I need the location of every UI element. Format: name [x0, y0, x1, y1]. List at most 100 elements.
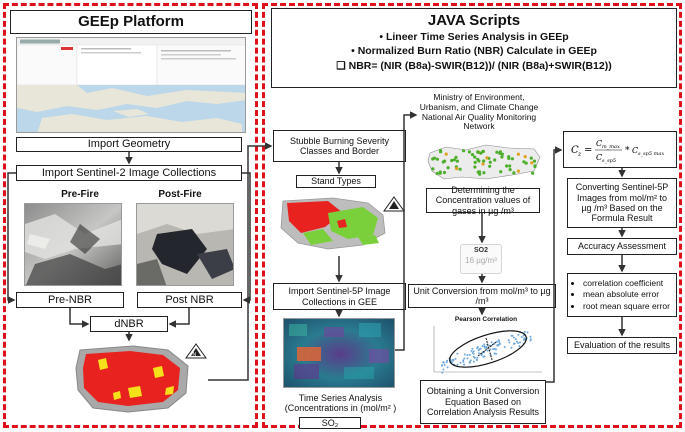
- pre-fire-label: Pre-Fire: [61, 189, 99, 200]
- monitoring-station-dot: [516, 169, 520, 173]
- metrics-list: correlation coefficient mean absolute er…: [571, 278, 670, 312]
- monitoring-station-dot: [529, 156, 533, 160]
- geep-title: GEEp Platform: [10, 10, 252, 34]
- svg-text:s_sp5 max: s_sp5 max: [638, 151, 664, 157]
- scatter-point: [462, 360, 465, 363]
- svg-text:C: C: [596, 153, 602, 162]
- scatter-point: [514, 338, 517, 341]
- scatter-point: [526, 331, 529, 334]
- monitoring-station-dot: [455, 159, 459, 163]
- svg-text:C: C: [571, 145, 579, 156]
- scatter-point: [483, 343, 486, 346]
- monitoring-station-dot: [533, 164, 537, 169]
- gee-screenshot-art: [17, 38, 245, 132]
- monitoring-station-dot: [439, 150, 443, 154]
- scatter-point: [472, 355, 475, 358]
- ministry-label: Ministry of Environment, Urbanism, and C…: [419, 92, 539, 132]
- scatter-point: [466, 354, 469, 357]
- monitoring-station-dot: [435, 157, 439, 161]
- pre-nbr-box: Pre-NBR: [16, 292, 124, 308]
- svg-text:=: =: [584, 145, 592, 156]
- metrics-box: correlation coefficient mean absolute er…: [567, 273, 677, 317]
- dnbr-burn-map-art: N: [75, 343, 207, 413]
- monitoring-station-dot: [452, 158, 456, 162]
- accuracy-box: Accuracy Assessment: [567, 238, 677, 255]
- scatter-point: [480, 354, 483, 357]
- dnbr-burn-map: N: [58, 338, 208, 416]
- scatter-point: [503, 346, 506, 349]
- scatter-point: [463, 353, 466, 356]
- scatter-point: [517, 342, 519, 344]
- scatter-point: [454, 357, 457, 360]
- gee-screenshot: [16, 37, 246, 133]
- metric-item: root mean square error: [583, 301, 670, 312]
- scatter-point: [497, 339, 500, 342]
- scatter-point: [483, 346, 486, 349]
- monitoring-station-dot: [444, 152, 448, 156]
- monitoring-station-dot: [498, 151, 502, 155]
- java-formula: ❑ NBR= (NIR (B8a)-SWIR(B12))/ (NIR (B8a)…: [336, 60, 612, 73]
- scatter-point: [520, 336, 523, 338]
- scatter-point: [493, 352, 496, 355]
- scatter-point: [489, 348, 492, 351]
- monitoring-station-dot: [435, 171, 439, 176]
- scatter-point: [441, 364, 443, 367]
- monitoring-station-dot: [473, 160, 477, 164]
- monitoring-station-dot: [431, 167, 435, 171]
- monitoring-station-dot: [442, 170, 447, 175]
- monitoring-station-dot: [438, 171, 442, 175]
- stubble-burning-box: Stubble Burning Severity Classes and Bor…: [273, 130, 406, 162]
- scatter-point: [442, 361, 445, 363]
- scatter-point: [523, 330, 526, 333]
- monitoring-station-dot: [446, 166, 450, 170]
- pearson-title: Pearson Correlation: [454, 316, 518, 323]
- monitoring-station-dot: [512, 171, 516, 175]
- scatter-point: [479, 347, 482, 350]
- scatter-point: [471, 347, 474, 350]
- pearson-plot: Pearson Correlation: [426, 316, 546, 376]
- scatter-point: [463, 357, 466, 360]
- monitoring-station-dot: [510, 157, 514, 161]
- scatter-point: [451, 359, 454, 361]
- evaluation-box: Evaluation of the results: [567, 337, 677, 354]
- monitoring-station-dot: [522, 160, 526, 164]
- scatter-point: [498, 341, 501, 344]
- scatter-point: [485, 346, 488, 349]
- scatter-point: [476, 356, 479, 359]
- monitoring-station-dot: [482, 171, 486, 175]
- java-title: JAVA Scripts: [427, 12, 521, 29]
- svg-text:s_sp5: s_sp5: [602, 158, 616, 164]
- monitoring-station-dot: [488, 160, 492, 164]
- monitoring-station-dot: [458, 167, 462, 171]
- scatter-point: [497, 344, 500, 347]
- svg-text:C: C: [632, 146, 638, 155]
- scatter-point: [456, 352, 459, 355]
- scatter-point: [508, 341, 511, 344]
- monitoring-station-dot: [455, 167, 459, 171]
- java-line1-text: Lineer Time Series Analysis in GEEp: [385, 31, 569, 44]
- scatter-point: [522, 334, 525, 337]
- scatter-point: [492, 348, 495, 351]
- scatter-point: [515, 340, 518, 343]
- scatter-point: [529, 338, 532, 341]
- svg-text:N: N: [193, 352, 197, 358]
- turkey-map-art: [427, 144, 541, 180]
- import-geometry-box: Import Geometry: [16, 137, 242, 152]
- scatter-point: [443, 364, 446, 366]
- monitoring-station-dot: [473, 155, 477, 159]
- monitoring-station-dot: [476, 157, 480, 161]
- monitoring-station-dot: [485, 156, 489, 160]
- metric-item: correlation coefficient: [583, 278, 670, 289]
- post-fire-image: [136, 203, 234, 286]
- monitoring-station-dot: [470, 153, 475, 157]
- scatter-point: [471, 352, 474, 354]
- determining-box: Determining the Concentration values of …: [426, 185, 540, 216]
- scatter-point: [463, 363, 466, 366]
- monitoring-station-dot: [441, 160, 445, 164]
- time-series-image-art: [284, 319, 394, 387]
- so2-box: SO₂: [299, 417, 361, 429]
- scatter-point: [442, 368, 445, 371]
- java-line2-text: Normalized Burn Ratio (NBR) Calculate in…: [357, 45, 597, 58]
- scatter-point: [507, 339, 510, 342]
